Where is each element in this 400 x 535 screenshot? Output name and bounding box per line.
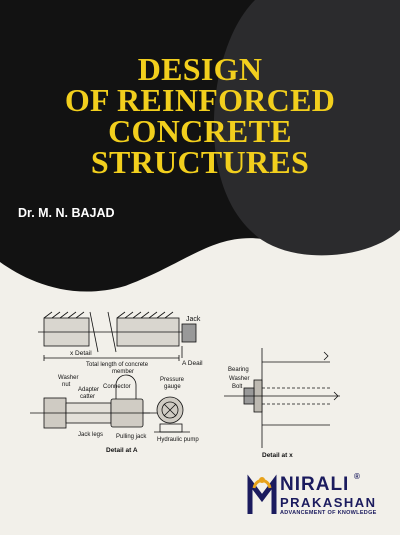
label-pulling-jack: Pulling jack [116, 434, 147, 440]
label-detail-x: Detail at x [262, 452, 293, 459]
publisher-name-2: PRAKASHAN [280, 495, 377, 510]
registered-mark: ® [354, 472, 360, 481]
label-hydraulic-pump: Hydraulic pump [157, 437, 199, 443]
publisher-tagline: ADVANCEMENT OF KNOWLEDGE [280, 510, 377, 516]
anchor-detail-illustration [224, 348, 340, 448]
author-name: Dr. M. N. BAJAD [18, 206, 115, 220]
label-washer-nut-2: nut [62, 382, 71, 388]
label-bearing: Bearing [228, 367, 249, 373]
label-jack-legs: Jack legs [78, 432, 103, 438]
grey-circle-shape [213, 0, 400, 256]
label-bolt: Bolt [232, 384, 243, 390]
publisher-emblem-icon [247, 474, 277, 514]
label-adapter-1: Adapter [78, 387, 99, 393]
label-adapter-2: catter [80, 394, 95, 400]
label-pressure-2: gauge [164, 384, 181, 390]
title-line-4: STRUCTURES [90, 144, 310, 180]
jack-detail-illustration [30, 374, 190, 433]
label-washer: Washer [229, 376, 249, 382]
title-line-1: DESIGN [137, 51, 263, 87]
title-line-2: OF REINFORCED [64, 82, 336, 118]
label-washer-nut-1: Washer [58, 375, 78, 381]
label-pressure-1: Pressure [160, 377, 185, 383]
publisher-name: NIRALI [280, 474, 350, 495]
book-title: DESIGN OF REINFORCED CONCRETE STRUCTURES [0, 51, 400, 180]
label-detail-a: Detail at A [106, 447, 138, 454]
concrete-member-illustration [38, 311, 197, 361]
title-line-3: CONCRETE [108, 113, 292, 149]
label-jack: Jack [186, 316, 201, 323]
label-a-detail: A Deail [182, 360, 203, 367]
label-total-length: Total length of concrete [86, 362, 149, 368]
prestressing-diagram: Jack x Detail A Deail Total length of co… [30, 311, 340, 459]
label-member: member [112, 369, 134, 375]
publisher-logo: NIRALI ® PRAKASHAN ADVANCEMENT OF KNOWLE… [246, 472, 396, 518]
label-x-detail: x Detail [70, 350, 92, 357]
label-connector: Connector [103, 384, 131, 390]
